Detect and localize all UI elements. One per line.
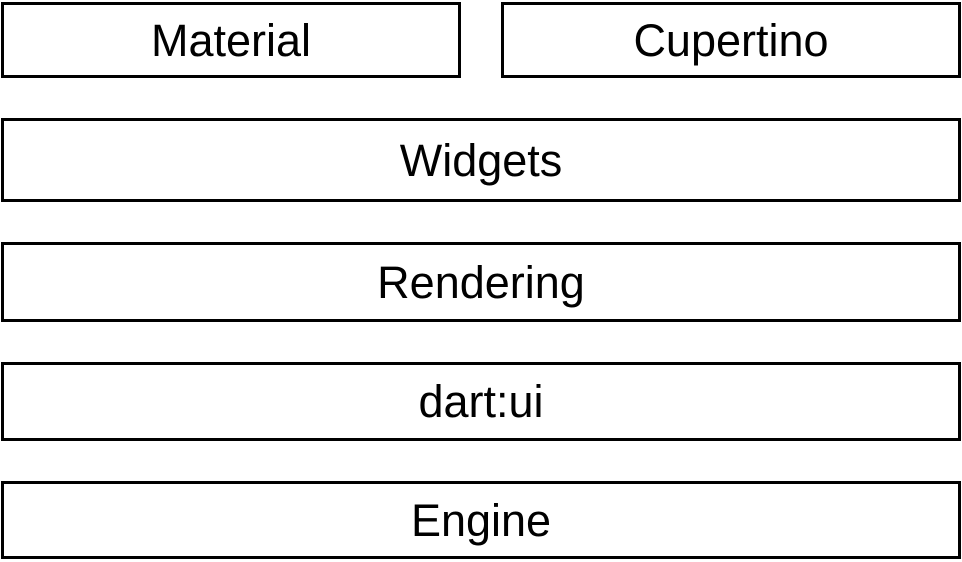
layer-label-rendering: Rendering (377, 256, 585, 308)
layer-label-engine: Engine (410, 494, 552, 546)
layer-label-widgets: Widgets (399, 134, 563, 186)
layer-label-material: Material (150, 14, 312, 66)
layer-box-cupertino: Cupertino (501, 2, 961, 78)
layer-label-cupertino: Cupertino (633, 14, 829, 66)
layer-label-dartui: dart:ui (418, 376, 544, 427)
layer-box-engine: Engine (1, 481, 961, 559)
layer-box-rendering: Rendering (1, 242, 961, 322)
layer-box-material: Material (1, 2, 461, 78)
layer-box-widgets: Widgets (1, 118, 961, 202)
layer-box-dartui: dart:ui (1, 362, 961, 441)
